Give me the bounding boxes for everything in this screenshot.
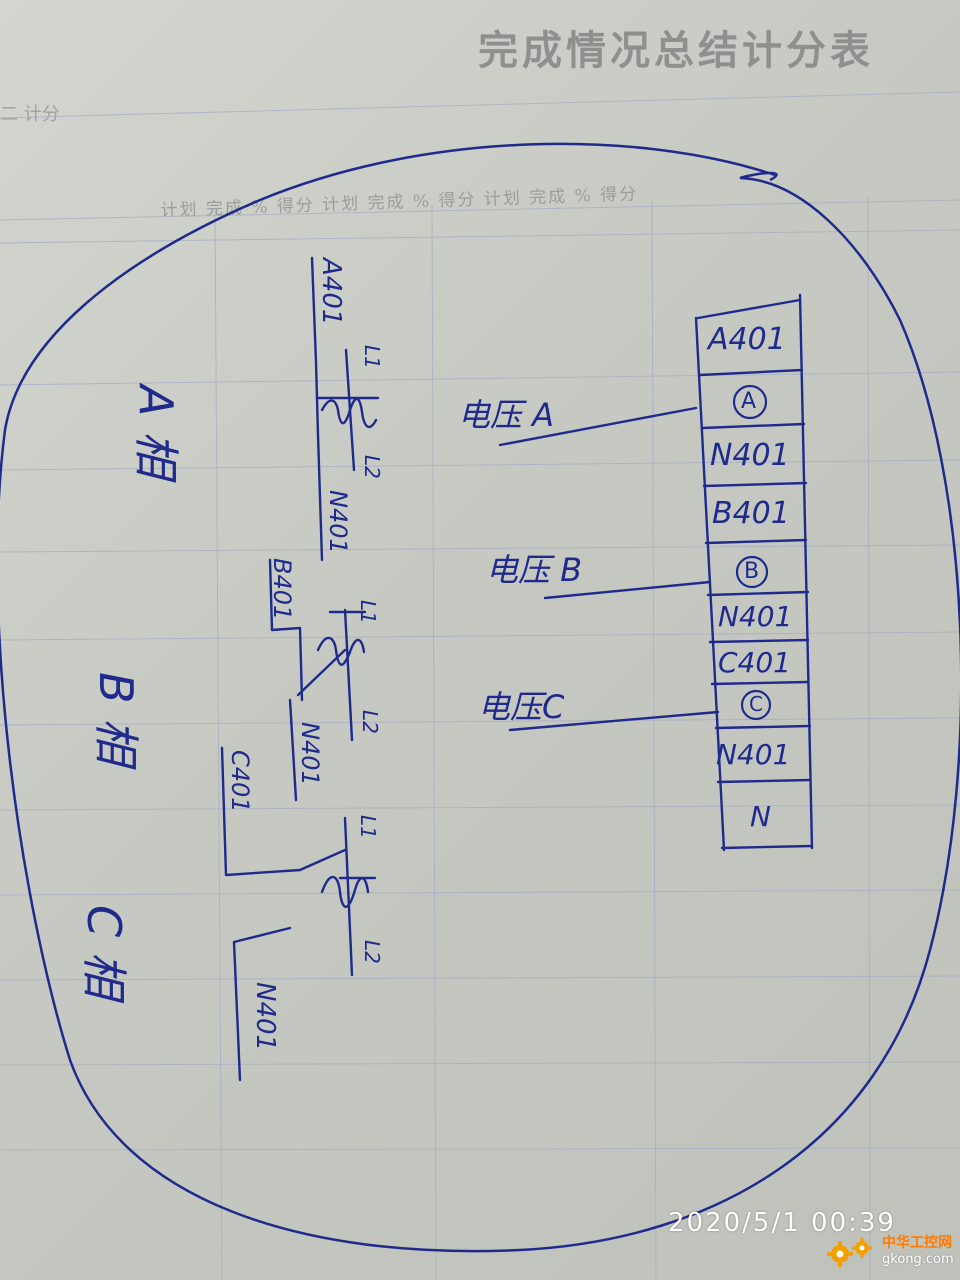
site-watermark: 中华工控网 gkong.com (826, 1230, 956, 1276)
terminal-label-2: A (741, 389, 757, 414)
terminal-label-7: C401 (718, 646, 791, 679)
terminal-c-circle (740, 689, 772, 721)
leader-b (543, 580, 712, 600)
leader-c (508, 710, 720, 732)
phase-a-label: A 相 (129, 385, 183, 478)
terminal-label-4: B401 (712, 496, 790, 531)
coil-c-l2-label: L2 (360, 940, 384, 964)
voltage-c-label: 电压C (478, 688, 565, 726)
coil-b (268, 558, 367, 802)
coil-b-bottom-label: N401 (296, 722, 324, 786)
coil-c-bottom-label: N401 (250, 982, 280, 1052)
terminal-label-1: A401 (708, 322, 786, 357)
coil-c-l1-label: L1 (356, 815, 380, 839)
terminal-b-circle (735, 555, 769, 589)
coil-c-top-label: C401 (226, 750, 254, 813)
terminal-strip (694, 293, 814, 852)
phase-b-label: B 相 (89, 672, 143, 765)
leader-a (498, 406, 698, 447)
terminal-label-10: N (750, 800, 771, 833)
printed-form-title: 完成情况总结计分表 (478, 27, 874, 74)
voltage-a-label: 电压 A (458, 396, 555, 434)
terminal-label-8: C (749, 692, 763, 716)
gear-icon (827, 1238, 872, 1267)
coil-a-l1-label: L1 (360, 345, 384, 369)
coil-b-top-label: B401 (268, 558, 296, 621)
terminal-label-6: N401 (718, 600, 793, 633)
coil-a (310, 256, 380, 562)
coil-a-l2-label: L2 (360, 455, 384, 479)
watermark-url: gkong.com (882, 1252, 954, 1267)
coil-c (220, 746, 377, 1082)
enclosing-loop (0, 142, 960, 1253)
coil-a-bottom-label: N401 (324, 490, 352, 554)
printed-corner-text: 二 计分 (0, 104, 60, 125)
phase-c-label: C 相 (77, 905, 131, 998)
terminal-label-9: N401 (716, 738, 791, 771)
terminal-label-3: N401 (710, 438, 790, 473)
coil-a-top-label: A401 (316, 258, 346, 326)
photo-timestamp: 2020/5/1 00:39 (668, 1208, 896, 1238)
coil-b-l2-label: L2 (358, 710, 382, 734)
voltage-b-label: 电压 B (486, 551, 583, 589)
watermark-cn: 中华工控网 (882, 1235, 952, 1251)
coil-b-l1-label: L1 (356, 600, 380, 624)
terminal-label-5: B (744, 559, 760, 584)
terminal-a-circle (732, 384, 768, 420)
ruled-lines (0, 91, 960, 1280)
